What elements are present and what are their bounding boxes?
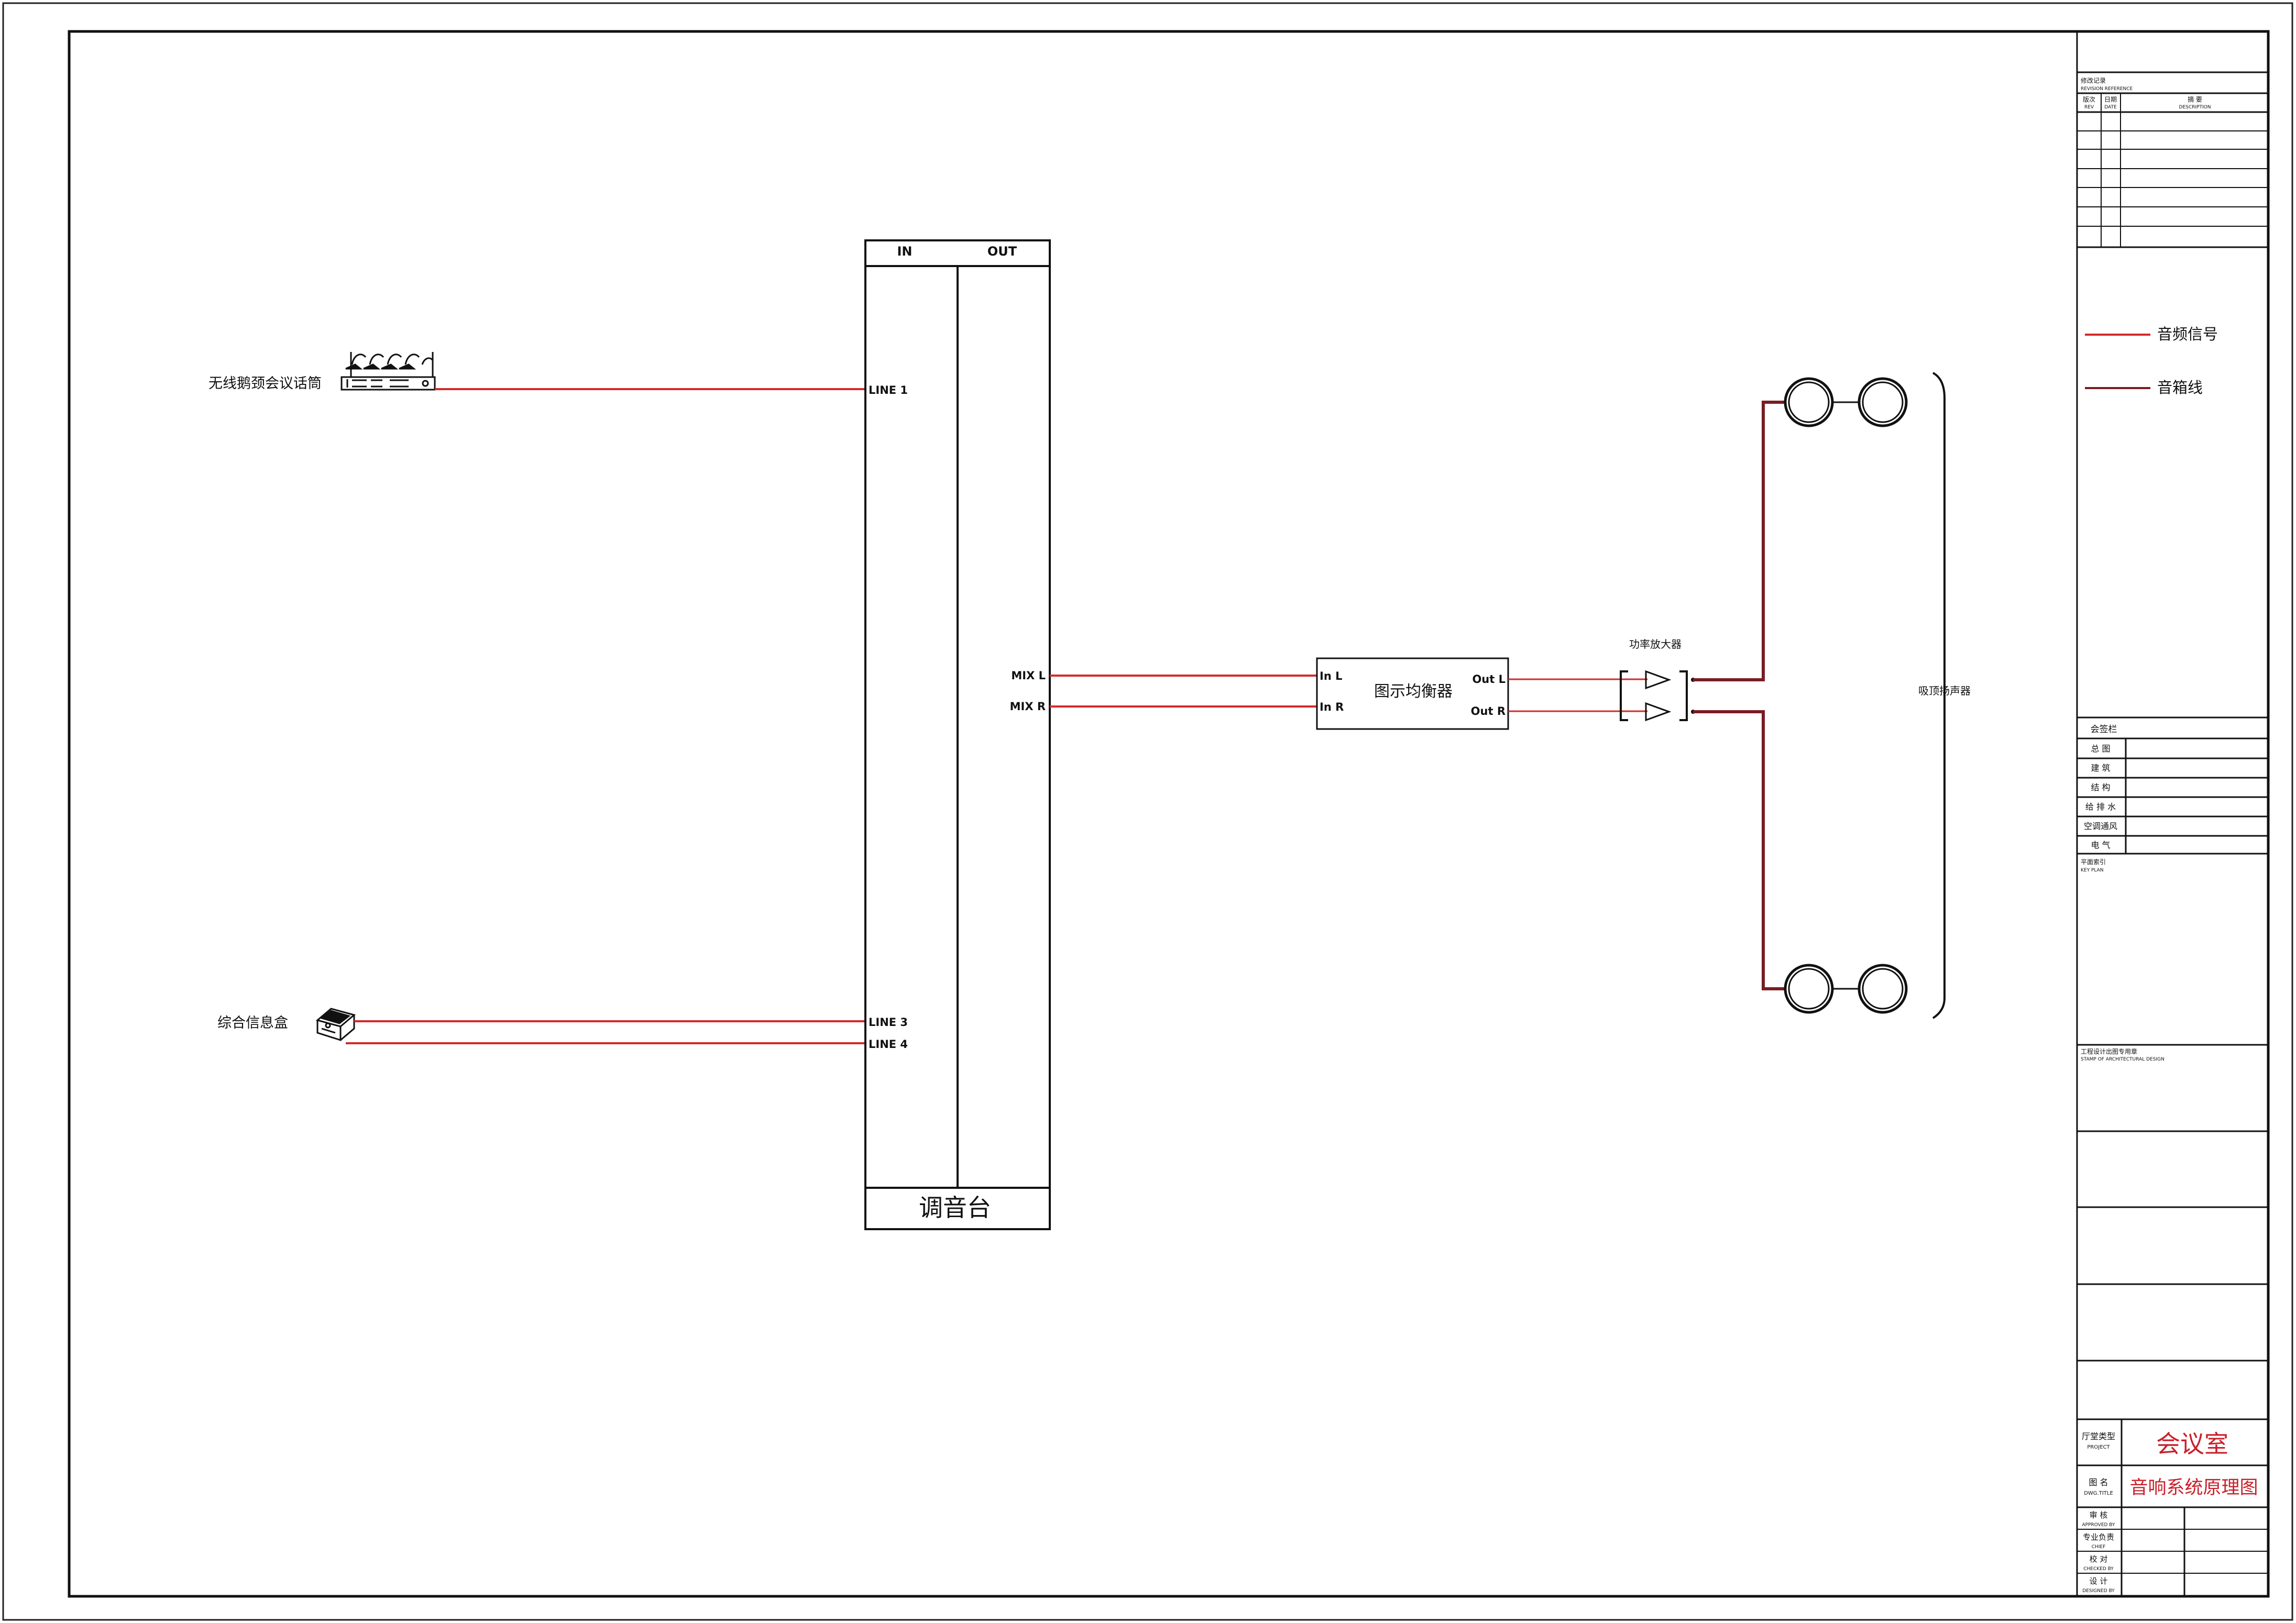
power-amplifier: 功率放大器 [1620, 638, 1695, 722]
cosign-row: 空调通风 [2084, 821, 2117, 831]
speaker-cable-wires [1693, 401, 1785, 990]
stamp-label-cn: 工程设计出图专用章 [2081, 1047, 2137, 1055]
mixer-line4-port: LINE 4 [869, 1038, 908, 1051]
legend-audio-signal-label: 音频信号 [2157, 325, 2218, 343]
info-box-label: 综合信息盒 [217, 1015, 288, 1031]
desc-col-en: DESCRIPTION [2179, 105, 2211, 110]
mixer-title: 调音台 [919, 1194, 991, 1222]
mixer-in-header: IN [897, 244, 912, 259]
eq-in-r-port: In R [1320, 701, 1344, 713]
speaker-icon [1784, 964, 1834, 1014]
cosign-row: 电 气 [2091, 840, 2110, 850]
designed-label-cn: 设 计 [2090, 1576, 2108, 1586]
project-label-cn: 厅堂类型 [2082, 1431, 2115, 1441]
drawing-title-label-en: DWG.TITLE [2084, 1490, 2113, 1496]
date-col-en: DATE [2104, 105, 2117, 110]
mixer-mix-r-port: MIX R [1010, 700, 1046, 713]
ceiling-speakers [1784, 372, 1946, 1019]
speaker-icon [1858, 964, 1908, 1014]
drawing-title-label-cn: 图 名 [2089, 1477, 2108, 1487]
key-plan-cn: 平面索引 [2081, 858, 2106, 866]
amplifier-label: 功率放大器 [1629, 638, 1682, 650]
project-value: 会议室 [2156, 1430, 2228, 1458]
wireless-mic-system: 无线鹅颈会议话筒 [208, 352, 865, 392]
cosign-row: 给 排 水 [2085, 802, 2116, 812]
amplifier-triangle-l-icon [1645, 670, 1672, 690]
eq-out-r-port: Out R [1471, 705, 1506, 717]
mixer-out-header: OUT [987, 244, 1017, 259]
approved-label-en: APPROVED BY [2082, 1522, 2115, 1528]
amplifier-triangle-r-icon [1645, 702, 1672, 722]
project-label-en: PROJECT [2087, 1444, 2110, 1450]
desc-col-cn: 摘 要 [2188, 95, 2202, 103]
key-plan-en: KEY PLAN [2081, 868, 2103, 873]
info-box-icon [315, 1008, 356, 1042]
date-col-cn: 日期 [2104, 96, 2117, 103]
speaker-icon [1784, 377, 1834, 427]
rev-col-cn: 版次 [2083, 96, 2095, 103]
chief-label-cn: 专业负责 [2083, 1532, 2114, 1542]
legend: 音频信号 音箱线 [2085, 325, 2218, 396]
eq-title: 图示均衡器 [1374, 682, 1453, 701]
mixer-line3-port: LINE 3 [869, 1016, 908, 1029]
chief-label-en: CHIEF [2092, 1544, 2106, 1550]
mixer-line1-port: LINE 1 [869, 384, 908, 396]
mixer-block: IN OUT LINE 1 LINE 3 LINE 4 MIX L MIX R … [864, 239, 1051, 1230]
legend-speaker-cable-label: 音箱线 [2157, 379, 2203, 396]
cosign-row: 建 筑 [2091, 763, 2110, 773]
approved-label-cn: 审 核 [2090, 1510, 2108, 1520]
drawing-title-value: 音响系统原理图 [2129, 1477, 2258, 1498]
cosign-header: 会签栏 [2091, 724, 2117, 735]
revision-header-en: REVISION REFERENCE [2081, 86, 2133, 92]
mixer-mix-l-port: MIX L [1011, 669, 1046, 682]
speaker-icon [1858, 377, 1908, 427]
graphic-equalizer: 图示均衡器 In L In R Out L Out R [1316, 657, 1509, 730]
speaker-group-bracket [1932, 372, 1946, 1019]
eq-out-l-port: Out L [1472, 673, 1506, 686]
eq-in-l-port: In L [1320, 670, 1342, 682]
revision-header-cn: 修改记录 [2081, 76, 2106, 84]
checked-label-en: CHECKED BY [2083, 1566, 2114, 1572]
microphone-unit-icon [340, 352, 436, 391]
wireless-mic-label: 无线鹅颈会议话筒 [208, 376, 322, 392]
info-box-source: 综合信息盒 [217, 1008, 865, 1044]
title-block: 修改记录 REVISION REFERENCE 版次 REV 日期 DATE 摘… [2076, 31, 2268, 1596]
stamp-label-en: STAMP OF ARCHITECTURAL DESIGN [2081, 1057, 2165, 1062]
drawing-frame [68, 30, 2270, 1598]
ceiling-speaker-label: 吸顶扬声器 [1918, 684, 1971, 697]
cosign-row: 结 构 [2091, 782, 2110, 792]
designed-label-en: DESIGNED BY [2082, 1588, 2115, 1594]
cosign-row: 总 图 [2091, 744, 2110, 754]
rev-col-en: REV [2084, 105, 2094, 110]
checked-label-cn: 校 对 [2090, 1554, 2108, 1564]
